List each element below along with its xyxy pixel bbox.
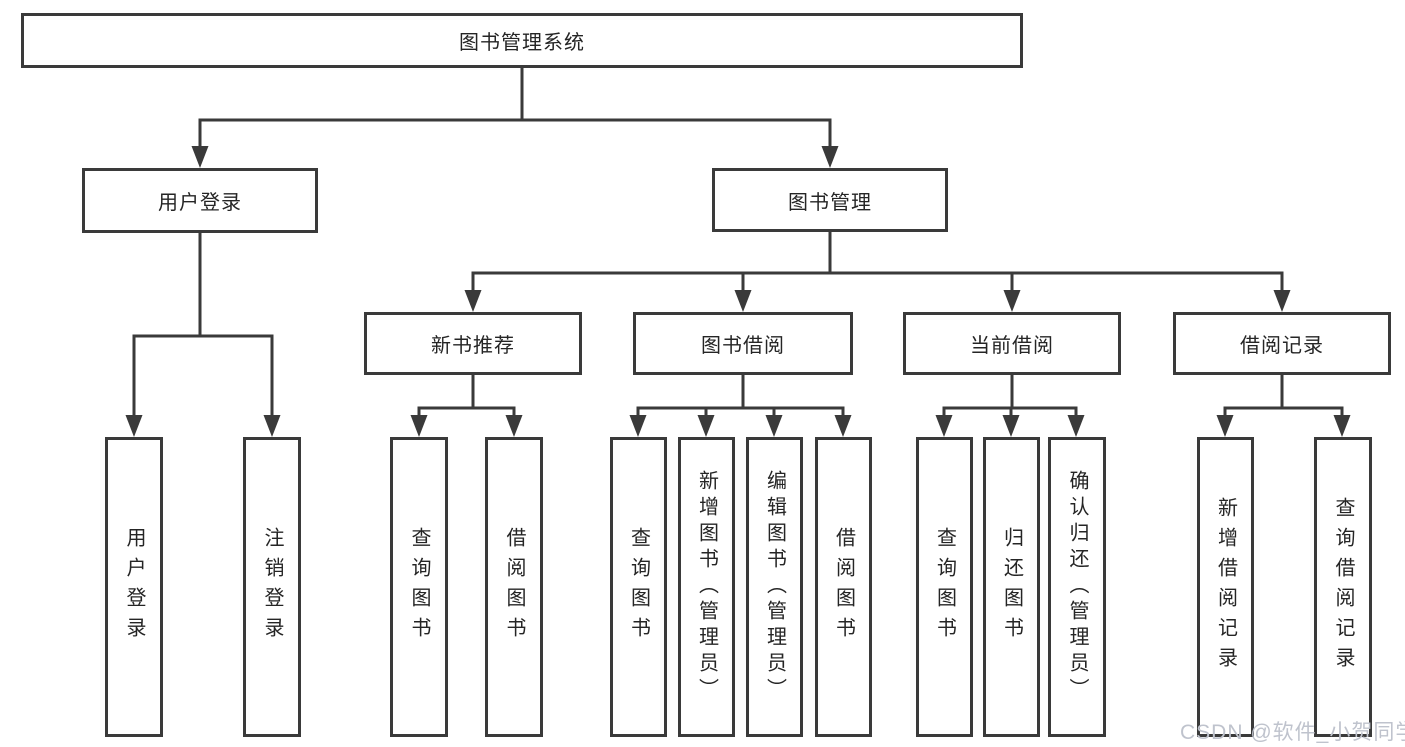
leaf-return-books-label: 归还图书 [1000,527,1023,647]
leaf-confirm-return-admin-label: 确认归还（管理员） [1066,470,1088,704]
node-borrow-records: 借阅记录 [1173,312,1391,375]
leaf-borrow-books-label: 借阅图书 [832,527,855,647]
leaf-query-books-recommend: 查询图书 [390,437,448,737]
node-new-book-recommend: 新书推荐 [364,312,582,375]
leaf-user-login: 用户登录 [105,437,163,737]
leaf-borrow-books-recommend: 借阅图书 [485,437,543,737]
arrowheads [125,146,1351,437]
leaf-edit-books-admin-label: 编辑图书（管理员） [763,470,786,704]
node-book-management-label: 图书管理 [788,191,872,214]
leaf-add-books-admin: 新增图书（管理员） [678,437,735,737]
leaf-user-login-label: 用户登录 [123,527,145,647]
node-new-book-recommend-label: 新书推荐 [431,335,515,357]
leaf-query-borrow-record: 查询借阅记录 [1314,437,1372,737]
node-book-borrow: 图书借阅 [633,312,853,375]
leaf-add-borrow-record-label: 新增借阅记录 [1214,497,1237,677]
leaf-borrow-books: 借阅图书 [815,437,872,737]
leaf-add-books-admin-label: 新增图书（管理员） [695,470,718,704]
leaf-query-books-borrow: 查询图书 [610,437,667,737]
node-current-borrow-label: 当前借阅 [970,335,1054,357]
node-book-borrow-label: 图书借阅 [701,335,785,357]
node-root: 图书管理系统 [21,13,1023,68]
leaf-logout-label: 注销登录 [261,527,283,647]
leaf-logout: 注销登录 [243,437,301,737]
leaf-query-books-recommend-label: 查询图书 [408,527,430,647]
leaf-query-books-current: 查询图书 [916,437,973,737]
leaf-query-books-borrow-label: 查询图书 [627,527,650,647]
leaf-add-borrow-record: 新增借阅记录 [1197,437,1254,737]
node-book-management: 图书管理 [712,168,948,232]
node-user-login-label: 用户登录 [158,192,242,214]
leaf-confirm-return-admin: 确认归还（管理员） [1048,437,1106,737]
node-user-login: 用户登录 [82,168,318,233]
leaf-return-books: 归还图书 [983,437,1040,737]
watermark: CSDN @软件_小贺同学 [1180,721,1405,744]
node-root-label: 图书管理系统 [459,32,585,54]
leaf-borrow-books-recommend-label: 借阅图书 [503,527,525,647]
node-current-borrow: 当前借阅 [903,312,1121,375]
leaf-query-borrow-record-label: 查询借阅记录 [1332,497,1354,677]
node-borrow-records-label: 借阅记录 [1240,335,1324,357]
leaf-edit-books-admin: 编辑图书（管理员） [746,437,803,737]
leaf-query-books-current-label: 查询图书 [933,527,956,647]
